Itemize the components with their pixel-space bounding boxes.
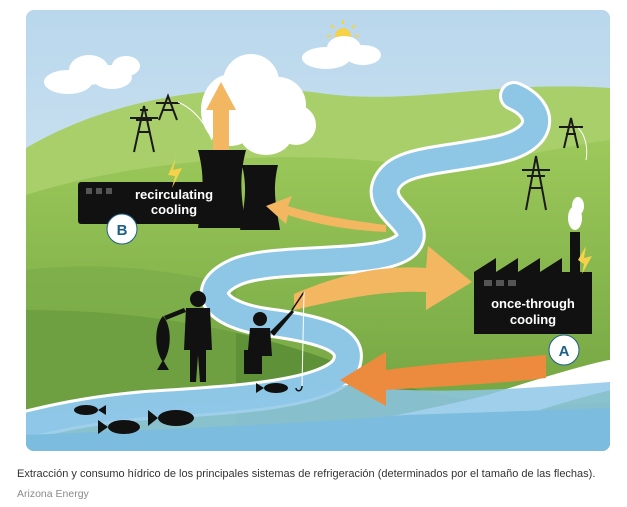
intake-arrow-b (266, 196, 386, 232)
cloud-icon-right (302, 36, 381, 69)
figure-caption: Extracción y consumo hídrico de los prin… (17, 468, 596, 480)
fishing-rod (291, 291, 305, 311)
plant-a-label-line2: cooling (510, 312, 556, 327)
plant-a-badge (548, 334, 580, 366)
plant-b-label-line1: recirculating (135, 187, 213, 202)
plant-b-label-line2: cooling (151, 202, 197, 217)
plant-b-recirculating: recirculating cooling B (78, 54, 316, 245)
figure-credit: Arizona Energy (17, 488, 89, 500)
hook-icon (295, 385, 303, 392)
cooling-diagram: recirculating cooling B once-through coo… (26, 10, 610, 451)
transmission-tower-icon (130, 93, 588, 211)
intake-arrow-a (294, 246, 472, 310)
fisher-icon (244, 310, 294, 374)
cloud-icon-left (44, 55, 140, 94)
fishing-line (301, 291, 305, 387)
lightning-icon (168, 158, 182, 188)
fish-icon (256, 383, 288, 393)
steam-arrow-icon (206, 82, 236, 150)
fish-icon (98, 420, 140, 434)
fish-icon (74, 405, 106, 415)
discharge-arrow-a (340, 352, 546, 406)
plant-a-label-line1: once-through (491, 296, 575, 311)
person-with-fish-icon (156, 291, 212, 382)
plant-b-badge-letter: B (117, 222, 128, 239)
plant-a-once-through: once-through cooling A (474, 197, 592, 366)
steam-plume (568, 197, 584, 230)
river (26, 81, 610, 451)
lightning-icon (578, 246, 592, 274)
plant-a-badge-letter: A (559, 343, 570, 360)
fish-icon (148, 410, 194, 426)
plant-b-badge (106, 213, 138, 245)
